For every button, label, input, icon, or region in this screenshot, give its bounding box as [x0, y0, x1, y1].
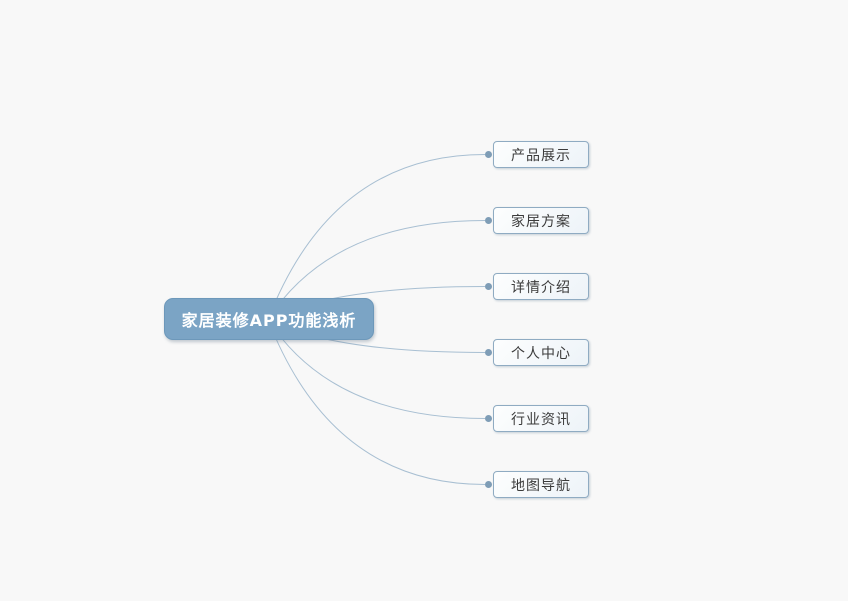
- connector-curve: [267, 154, 486, 320]
- branch-label: 个人中心: [511, 345, 571, 362]
- branch-node-detail-intro[interactable]: 详情介绍: [493, 273, 589, 300]
- branch-node-home-plan[interactable]: 家居方案: [493, 207, 589, 234]
- root-node[interactable]: 家居装修APP功能浅析: [164, 298, 374, 340]
- connector-dot: [485, 217, 492, 224]
- connector-curve: [267, 319, 486, 485]
- branch-label: 产品展示: [511, 147, 571, 164]
- connector-dot: [485, 151, 492, 158]
- branch-label: 详情介绍: [511, 279, 571, 296]
- connector-dot: [485, 481, 492, 488]
- branch-node-product-display[interactable]: 产品展示: [493, 141, 589, 168]
- branch-node-personal-center[interactable]: 个人中心: [493, 339, 589, 366]
- branch-label: 地图导航: [511, 477, 571, 494]
- connector-curve: [267, 220, 486, 320]
- connector-curve: [267, 319, 486, 419]
- branch-node-industry-news[interactable]: 行业资讯: [493, 405, 589, 432]
- connector-dot: [485, 349, 492, 356]
- connector-dot: [485, 283, 492, 290]
- connector-dot: [485, 415, 492, 422]
- branch-label: 家居方案: [511, 213, 571, 230]
- branch-label: 行业资讯: [511, 411, 571, 428]
- branch-node-map-navigation[interactable]: 地图导航: [493, 471, 589, 498]
- root-node-label: 家居装修APP功能浅析: [181, 311, 357, 330]
